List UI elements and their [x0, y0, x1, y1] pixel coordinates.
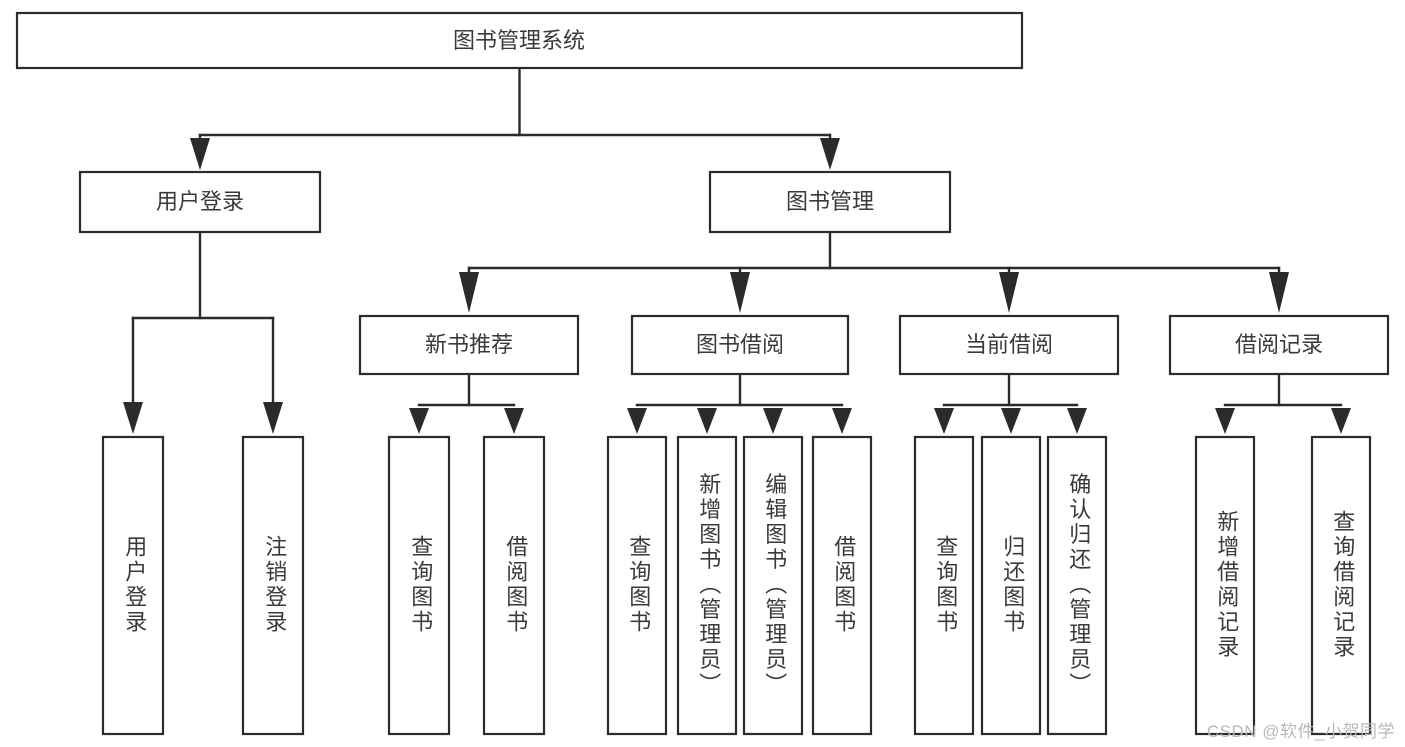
node-root[interactable]: 图书管理系统 [15, 11, 1024, 70]
node-leaf-return-book-box[interactable] [980, 435, 1042, 736]
arrow-head-leaf-query-book-rec [409, 408, 429, 434]
node-book-management-label: 图书管理 [786, 189, 874, 214]
node-leaf-query-book-rec[interactable]: 查询图书 [387, 435, 451, 736]
arrow-head-leaf-return-book [1001, 408, 1021, 434]
node-leaf-query-book-borrow-label: 查询图书 [626, 535, 651, 635]
arrow-head-leaf-user-logout [263, 402, 283, 434]
node-borrow-record[interactable]: 借阅记录 [1168, 314, 1390, 376]
node-leaf-add-book[interactable]: 新增图书（管理员） [676, 435, 738, 736]
node-current-borrow-box[interactable] [898, 314, 1120, 376]
node-leaf-borrow-book[interactable]: 借阅图书 [811, 435, 873, 736]
node-new-book-recommend-box[interactable] [358, 314, 580, 376]
arrow-head-leaf-query-borrow-record [1331, 408, 1351, 434]
node-book-borrow[interactable]: 图书借阅 [630, 314, 850, 376]
node-leaf-user-login[interactable]: 用户登录 [101, 435, 165, 736]
node-leaf-query-borrow-record-label: 查询借阅记录 [1330, 510, 1355, 660]
arrow-head-leaf-user-login [123, 402, 143, 434]
node-leaf-edit-book-box[interactable] [742, 435, 804, 736]
node-leaf-user-logout-box[interactable] [241, 435, 305, 736]
node-leaf-query-book-current[interactable]: 查询图书 [913, 435, 975, 736]
arrow-head-leaf-confirm-return [1067, 408, 1087, 434]
node-leaf-query-book-rec-box[interactable] [387, 435, 451, 736]
arrow-head-book-management [820, 138, 840, 170]
arrow-head-leaf-add-book [697, 408, 717, 434]
node-book-management[interactable]: 图书管理 [708, 170, 952, 234]
arrow-head-leaf-borrow-book-rec [504, 408, 524, 434]
node-leaf-user-login-box[interactable] [101, 435, 165, 736]
node-user-login-box[interactable] [78, 170, 322, 234]
node-new-book-recommend[interactable]: 新书推荐 [358, 314, 580, 376]
node-leaf-query-book-borrow[interactable]: 查询图书 [606, 435, 668, 736]
node-user-login-label: 用户登录 [156, 189, 244, 214]
node-user-login[interactable]: 用户登录 [78, 170, 322, 234]
arrow-head-leaf-borrow-book [832, 408, 852, 434]
node-borrow-record-label: 借阅记录 [1235, 332, 1323, 357]
node-root-label: 图书管理系统 [453, 28, 585, 53]
node-leaf-borrow-book-rec-box[interactable] [482, 435, 546, 736]
connector-layer [123, 66, 1351, 434]
node-leaf-edit-book-label: 编辑图书（管理员） [762, 473, 787, 698]
node-leaf-confirm-return-label: 确认归还（管理员） [1066, 473, 1091, 698]
node-leaf-query-borrow-record-box[interactable] [1310, 435, 1372, 736]
node-leaf-confirm-return[interactable]: 确认归还（管理员） [1046, 435, 1108, 736]
arrow-head-borrow-record [1269, 272, 1289, 313]
node-leaf-user-logout[interactable]: 注销登录 [241, 435, 305, 736]
node-leaf-borrow-book-rec-label: 借阅图书 [503, 535, 528, 635]
node-leaf-add-book-box[interactable] [676, 435, 738, 736]
node-leaf-borrow-book-box[interactable] [811, 435, 873, 736]
node-current-borrow[interactable]: 当前借阅 [898, 314, 1120, 376]
node-new-book-recommend-label: 新书推荐 [425, 332, 513, 357]
arrow-head-book-borrow [730, 272, 750, 313]
node-borrow-record-box[interactable] [1168, 314, 1390, 376]
node-leaf-confirm-return-box[interactable] [1046, 435, 1108, 736]
node-leaf-query-borrow-record[interactable]: 查询借阅记录 [1310, 435, 1372, 736]
node-leaf-add-book-label: 新增图书（管理员） [696, 473, 721, 698]
arrow-head-leaf-add-borrow-record [1215, 408, 1235, 434]
node-leaf-return-book[interactable]: 归还图书 [980, 435, 1042, 736]
node-leaf-add-borrow-record[interactable]: 新增借阅记录 [1194, 435, 1256, 736]
node-leaf-return-book-label: 归还图书 [1000, 535, 1025, 635]
node-book-management-box[interactable] [708, 170, 952, 234]
node-leaf-add-borrow-record-box[interactable] [1194, 435, 1256, 736]
node-book-borrow-box[interactable] [630, 314, 850, 376]
node-leaf-query-book-current-label: 查询图书 [933, 535, 958, 635]
node-leaf-borrow-book-rec[interactable]: 借阅图书 [482, 435, 546, 736]
arrow-head-leaf-edit-book [763, 408, 783, 434]
node-leaf-query-book-borrow-box[interactable] [606, 435, 668, 736]
arrow-head-current-borrow [999, 272, 1019, 313]
node-leaf-edit-book[interactable]: 编辑图书（管理员） [742, 435, 804, 736]
node-leaf-query-book-rec-label: 查询图书 [408, 535, 433, 635]
arrow-head-user-login [190, 138, 210, 170]
node-leaf-user-logout-label: 注销登录 [262, 535, 287, 635]
arrow-head-leaf-query-book-borrow [627, 408, 647, 434]
node-root-box[interactable] [15, 11, 1024, 70]
node-leaf-add-borrow-record-label: 新增借阅记录 [1214, 510, 1239, 660]
node-book-borrow-label: 图书借阅 [696, 332, 784, 357]
arrow-head-new-book-recommend [459, 272, 479, 313]
node-leaf-borrow-book-label: 借阅图书 [831, 535, 856, 635]
arrow-head-leaf-query-book-current [934, 408, 954, 434]
node-current-borrow-label: 当前借阅 [965, 332, 1053, 357]
node-leaf-user-login-label: 用户登录 [122, 535, 147, 635]
node-leaf-query-book-current-box[interactable] [913, 435, 975, 736]
